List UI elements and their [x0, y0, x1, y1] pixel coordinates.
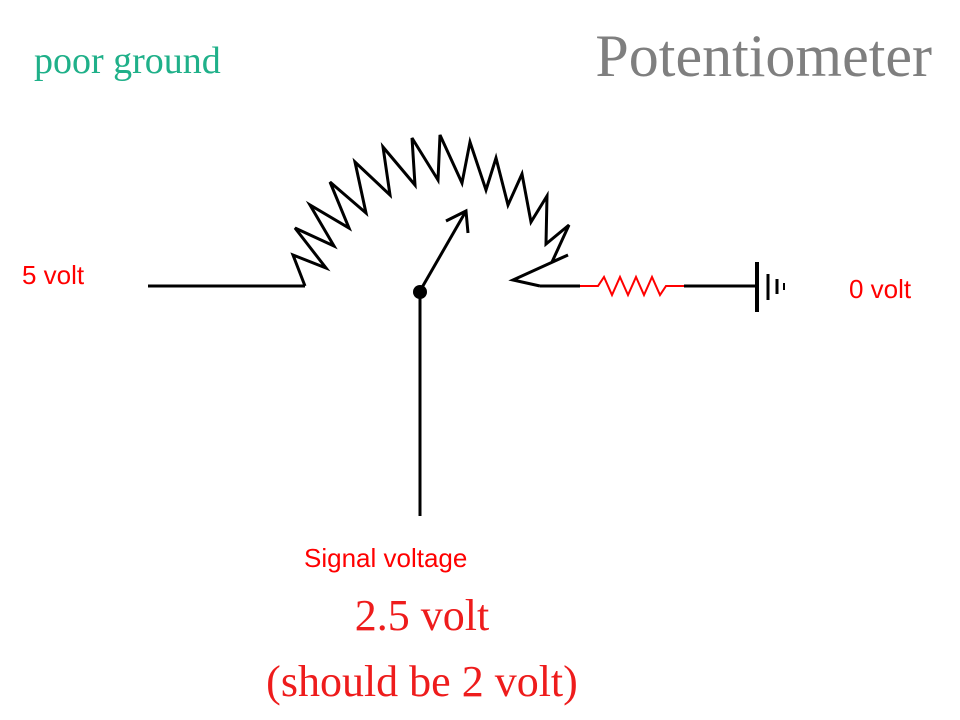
- slide-title: Potentiometer: [595, 23, 932, 89]
- ground-symbol: [755, 262, 785, 312]
- ground-voltage-label: 0 volt: [849, 274, 912, 304]
- wiper-arrowhead: [445, 208, 470, 234]
- resistive-track: [290, 134, 571, 288]
- slide-subtitle: poor ground: [34, 40, 221, 82]
- wiper-arrow: [418, 210, 468, 292]
- poor-ground-resistor: [580, 274, 684, 298]
- signal-voltage-label: Signal voltage: [304, 543, 468, 573]
- supply-voltage-label: 5 volt: [22, 260, 85, 290]
- expected-voltage-note: (should be 2 volt): [266, 657, 578, 706]
- measured-voltage: 2.5 volt: [354, 591, 490, 640]
